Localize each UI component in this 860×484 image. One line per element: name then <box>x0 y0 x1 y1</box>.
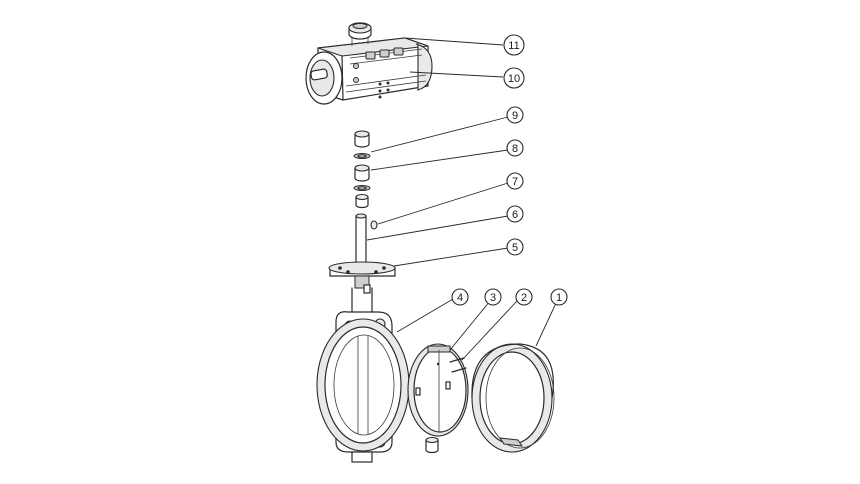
svg-text:8: 8 <box>512 143 518 155</box>
leader-lines <box>366 37 558 361</box>
bushing-stack <box>353 130 371 209</box>
pin <box>370 220 378 230</box>
svg-text:7: 7 <box>512 176 518 188</box>
svg-text:3: 3 <box>490 292 496 304</box>
svg-text:2: 2 <box>521 292 527 304</box>
svg-text:11: 11 <box>508 40 519 52</box>
callout-11: 11 <box>503 34 525 56</box>
valve-stem <box>355 213 367 269</box>
callout-7: 7 <box>506 172 524 190</box>
callout-1: 1 <box>550 288 568 306</box>
svg-text:5: 5 <box>512 242 518 254</box>
valve-disc <box>407 343 469 437</box>
bottom-bushing <box>425 436 439 454</box>
callout-5: 5 <box>506 238 524 256</box>
svg-text:10: 10 <box>508 73 520 85</box>
callout-9: 9 <box>506 106 524 124</box>
valve-body <box>316 311 410 463</box>
svg-text:4: 4 <box>457 292 463 304</box>
disc-pins <box>449 357 467 373</box>
svg-text:9: 9 <box>512 110 518 122</box>
mounting-holes <box>378 81 390 99</box>
pneumatic-actuator <box>305 22 433 105</box>
callout-6: 6 <box>506 205 524 223</box>
callout-10: 10 <box>503 67 525 89</box>
svg-text:1: 1 <box>556 292 562 304</box>
callout-4: 4 <box>451 288 469 306</box>
callout-2: 2 <box>515 288 533 306</box>
callout-8: 8 <box>506 139 524 157</box>
seat-liner <box>471 343 555 453</box>
callout-3: 3 <box>484 288 502 306</box>
svg-text:6: 6 <box>512 209 518 221</box>
mounting-flange <box>328 261 396 319</box>
